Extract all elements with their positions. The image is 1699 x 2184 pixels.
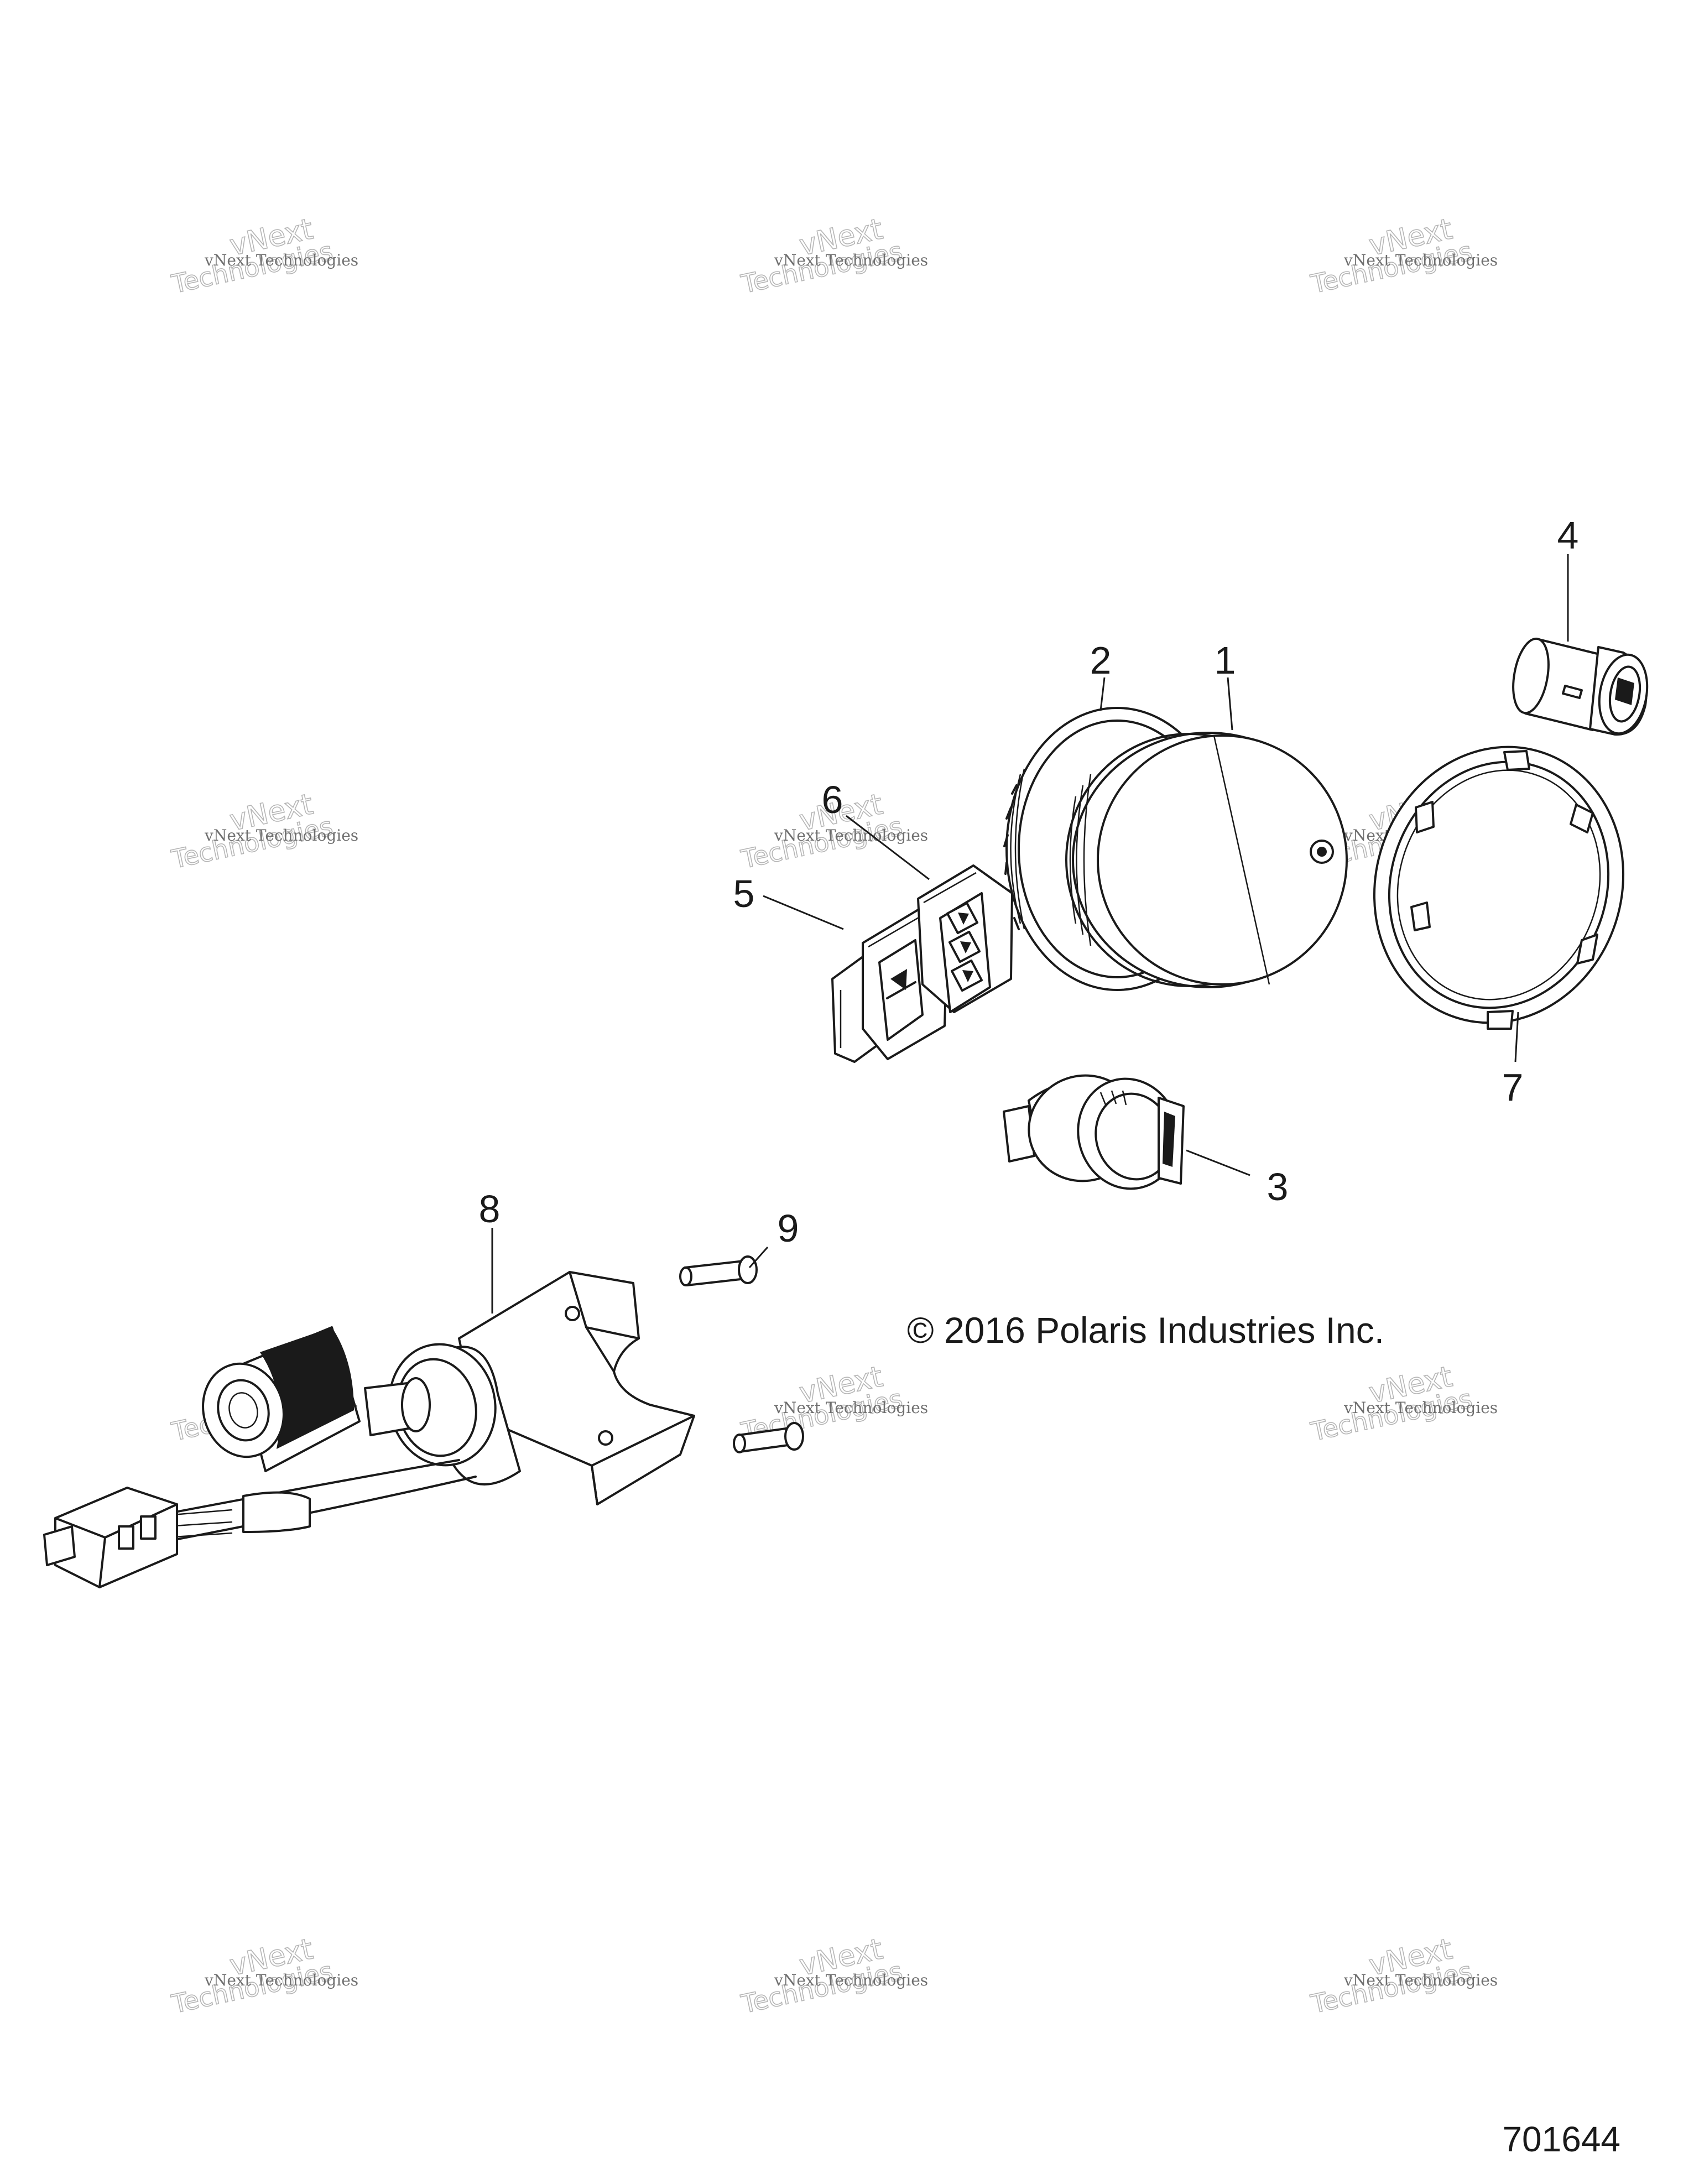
callout-2: 2 <box>1090 639 1112 682</box>
svg-text:vNext Technologies: vNext Technologies <box>774 1399 928 1417</box>
callout-labels: 1 2 3 4 5 6 7 8 9 <box>479 514 1579 1250</box>
document-number: 701644 <box>1502 2119 1620 2159</box>
callout-8: 8 <box>479 1187 501 1231</box>
callout-1: 1 <box>1215 639 1236 682</box>
leader-lines <box>491 554 1569 1313</box>
svg-text:vNext Technologies: vNext Technologies <box>204 1971 358 1989</box>
part-6-rocker-switch <box>917 864 1013 1013</box>
watermark: vNext Technologies vNext Technologies <box>738 1932 928 2020</box>
watermark: vNext Technologies vNext Technologies <box>738 212 928 300</box>
callout-7: 7 <box>1502 1066 1524 1109</box>
copyright-notice: © 2016 Polaris Industries Inc. <box>907 1310 1384 1351</box>
watermark: vNext Technologies vNext Technologies <box>168 212 358 300</box>
svg-text:vNext Technologies: vNext Technologies <box>1343 251 1498 269</box>
part-3-key-switch <box>1003 1074 1185 1190</box>
callout-4: 4 <box>1557 514 1579 557</box>
svg-text:vNext Technologies: vNext Technologies <box>204 826 358 845</box>
watermark: vNext Technologies vNext Technologies <box>1307 1360 1498 1447</box>
svg-text:vNext Technologies: vNext Technologies <box>1343 1971 1498 1989</box>
watermark: vNext Technologies vNext Technologies <box>1307 1932 1498 2020</box>
svg-text:vNext Technologies: vNext Technologies <box>1343 1399 1498 1417</box>
callout-6: 6 <box>822 778 843 821</box>
callout-3: 3 <box>1267 1165 1289 1208</box>
part-1-gauge <box>1065 732 1348 988</box>
watermark: vNext Technologies vNext Technologies <box>168 1932 358 2020</box>
watermark: vNext Technologies vNext Technologies <box>168 788 358 875</box>
watermark: vNext Technologies vNext Technologies <box>1307 212 1498 300</box>
part-9-screw-upper <box>679 1255 758 1286</box>
svg-text:vNext Technologies: vNext Technologies <box>774 1971 928 1989</box>
part-4-power-outlet <box>1512 637 1649 736</box>
part-9-screw-lower <box>733 1422 804 1453</box>
callout-5: 5 <box>733 872 755 915</box>
part-7-bezel-ring <box>1373 746 1625 1030</box>
watermarks: vNext Technologies vNext Technologies vN… <box>168 212 1498 2020</box>
svg-text:vNext Technologies: vNext Technologies <box>774 826 928 845</box>
part-8-steering-column <box>43 1271 695 1588</box>
svg-text:vNext Technologies: vNext Technologies <box>204 251 358 269</box>
callout-9: 9 <box>778 1207 799 1250</box>
svg-text:vNext Technologies: vNext Technologies <box>774 251 928 269</box>
